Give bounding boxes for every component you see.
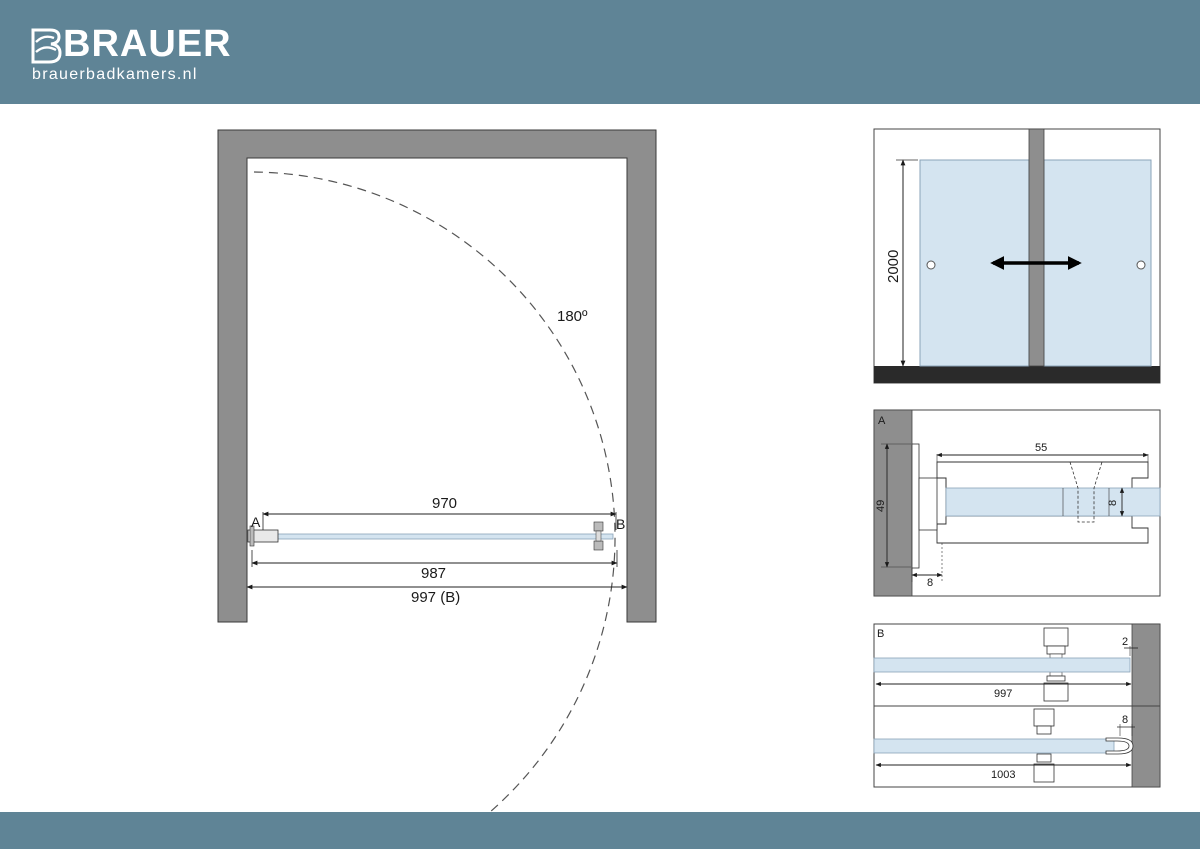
- label-b: B: [616, 516, 625, 532]
- elevation-height-label: 2000: [885, 250, 902, 283]
- knob-b-plan: [593, 521, 604, 551]
- header-bar: [0, 0, 1200, 104]
- detail-b-profile-label: 8: [1122, 714, 1128, 726]
- label-a: A: [251, 514, 261, 530]
- elevation-view: 2000: [873, 128, 1161, 384]
- detail-b-glass-upper: [873, 657, 1131, 673]
- detail-a-width-label: 55: [1035, 442, 1047, 454]
- detail-b-gap-label: 2: [1122, 636, 1128, 648]
- detail-a-glass: [945, 487, 1161, 517]
- plan-glass-panel: [276, 533, 614, 540]
- brand-website: brauerbadkamers.nl: [32, 66, 198, 83]
- detail-a-glass-label: 8: [1107, 500, 1119, 506]
- detail-b-label: B: [877, 628, 884, 640]
- elevation-hinge-hole-left: [926, 260, 936, 270]
- detail-a-hinge-body: [936, 461, 1149, 491]
- detail-a-wall: [873, 409, 913, 597]
- detail-b-glass-lower: [873, 738, 1115, 754]
- detail-a-offset-label: 8: [927, 577, 933, 589]
- dim-glass-label: 970: [432, 495, 457, 512]
- dim-overall-label: 997 (B): [411, 589, 460, 606]
- hinge-a-plan: [247, 525, 279, 547]
- elevation-wall-post: [1028, 128, 1045, 367]
- opening-angle-label: 180º: [557, 308, 588, 325]
- detail-b: B 2 997 8: [873, 623, 1161, 788]
- detail-a-label: A: [878, 415, 886, 427]
- detail-a-height-label: 49: [875, 500, 887, 512]
- elevation-hinge-hole-right: [1136, 260, 1146, 270]
- brand-name: BRAUER: [63, 23, 232, 65]
- detail-b-u-profile: [1105, 737, 1134, 755]
- elevation-floor: [874, 366, 1160, 383]
- plan-view: 180º A B 970 987 997 (B): [217, 129, 657, 813]
- brand-b-icon: [31, 28, 62, 64]
- detail-a-hinge-body-lower: [936, 515, 1149, 544]
- detail-b-knob-lower: [1033, 708, 1055, 783]
- dim-inner-label: 987: [421, 565, 446, 582]
- footer-bar: [0, 812, 1200, 849]
- detail-b-width-top-label: 997: [994, 688, 1012, 700]
- detail-b-width-bottom-label: 1003: [991, 769, 1015, 781]
- plan-wall: [217, 129, 657, 623]
- detail-a: A 55 49 8 8: [873, 409, 1161, 597]
- swing-arc: [253, 171, 616, 813]
